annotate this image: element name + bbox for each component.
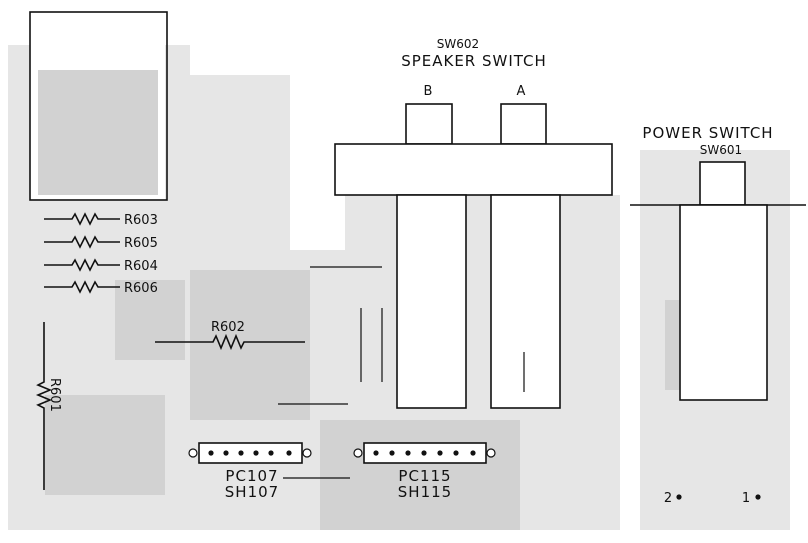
slider-a bbox=[490, 194, 561, 409]
button-a bbox=[500, 103, 547, 145]
connector-pc107: PC107 SH107 bbox=[188, 442, 312, 501]
label-pc107: PC107 bbox=[225, 467, 278, 485]
label-r601: R601 bbox=[47, 378, 62, 412]
speaker-switch-title: SPEAKER SWITCH bbox=[401, 52, 547, 70]
resistor-r604: R604 bbox=[44, 258, 158, 274]
power-switch-ref: SW601 bbox=[700, 143, 742, 157]
pin-2-label: 2 bbox=[664, 491, 672, 506]
button-b bbox=[405, 103, 453, 145]
button-b-label: B bbox=[424, 84, 433, 99]
connector-pc115: PC115 SH115 bbox=[353, 442, 496, 501]
pin-1-dot bbox=[755, 494, 761, 500]
resistor-r602: R602 bbox=[155, 320, 305, 351]
label-r603: R603 bbox=[124, 213, 158, 228]
pin-2-dot bbox=[676, 494, 682, 500]
label-sh107: SH107 bbox=[225, 483, 279, 501]
power-switch: POWER SWITCH SW601 2 1 bbox=[630, 124, 806, 506]
power-switch-title: POWER SWITCH bbox=[642, 124, 773, 142]
resistor-r605: R605 bbox=[44, 235, 158, 251]
traces bbox=[278, 266, 383, 479]
button-a-label: A bbox=[517, 84, 526, 99]
label-r605: R605 bbox=[124, 236, 158, 251]
slider-b bbox=[396, 194, 467, 409]
resistor-r603: R603 bbox=[44, 212, 158, 228]
pcb-board bbox=[8, 45, 790, 530]
pin-1-label: 1 bbox=[742, 491, 750, 506]
resistor-r606: R606 bbox=[44, 280, 158, 296]
speaker-switch: SW602 SPEAKER SWITCH B A bbox=[334, 37, 613, 409]
label-r604: R604 bbox=[124, 259, 158, 274]
component-box-top-left bbox=[29, 11, 168, 201]
label-pc115: PC115 bbox=[398, 467, 451, 485]
label-r606: R606 bbox=[124, 281, 158, 296]
speaker-switch-ref: SW602 bbox=[437, 37, 479, 51]
label-sh115: SH115 bbox=[398, 483, 452, 501]
speaker-switch-body bbox=[334, 143, 613, 196]
power-switch-body bbox=[679, 204, 768, 401]
resistor-r601: R601 bbox=[35, 322, 62, 490]
power-switch-button bbox=[699, 161, 746, 206]
label-r602: R602 bbox=[211, 320, 245, 335]
